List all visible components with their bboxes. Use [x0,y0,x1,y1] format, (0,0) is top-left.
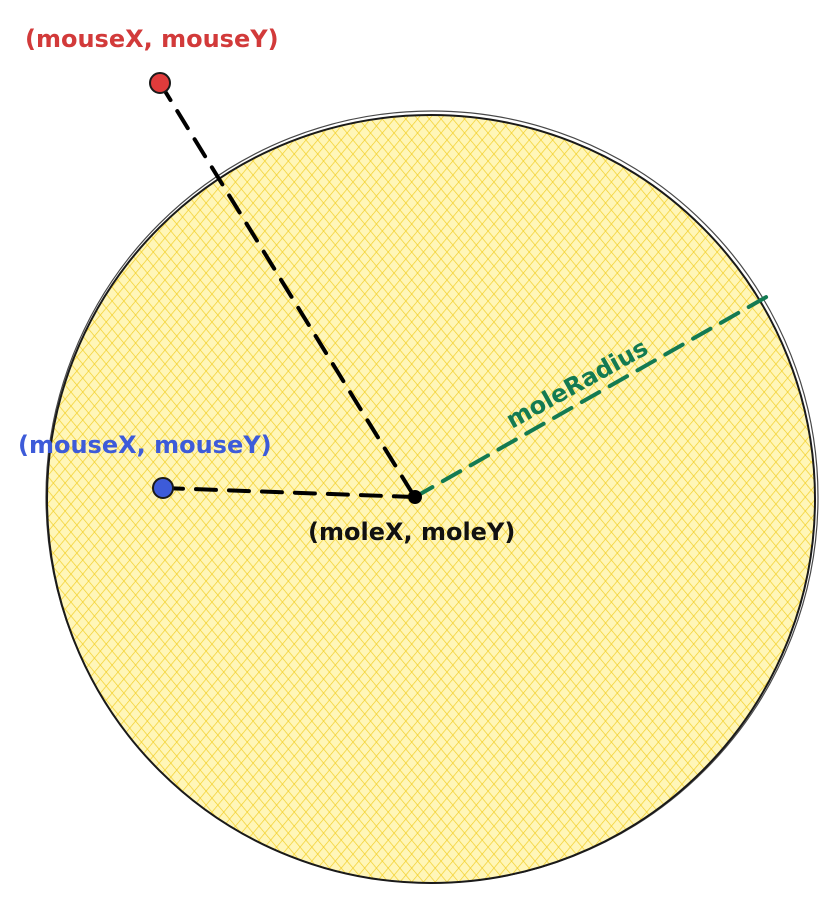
mouse-point-outside [149,72,171,94]
distance-line-outside [158,81,416,498]
distance-line-inside [161,486,416,499]
mouse-outside-label: (mouseX, mouseY) [25,25,279,53]
mole-circle [45,110,819,884]
mouse-inside-label: (mouseX, mouseY) [18,431,272,459]
mole-center-point [408,490,422,504]
mouse-point-inside [152,477,174,499]
mole-center-label: (moleX, moleY) [308,518,515,546]
radius-line [413,294,770,499]
